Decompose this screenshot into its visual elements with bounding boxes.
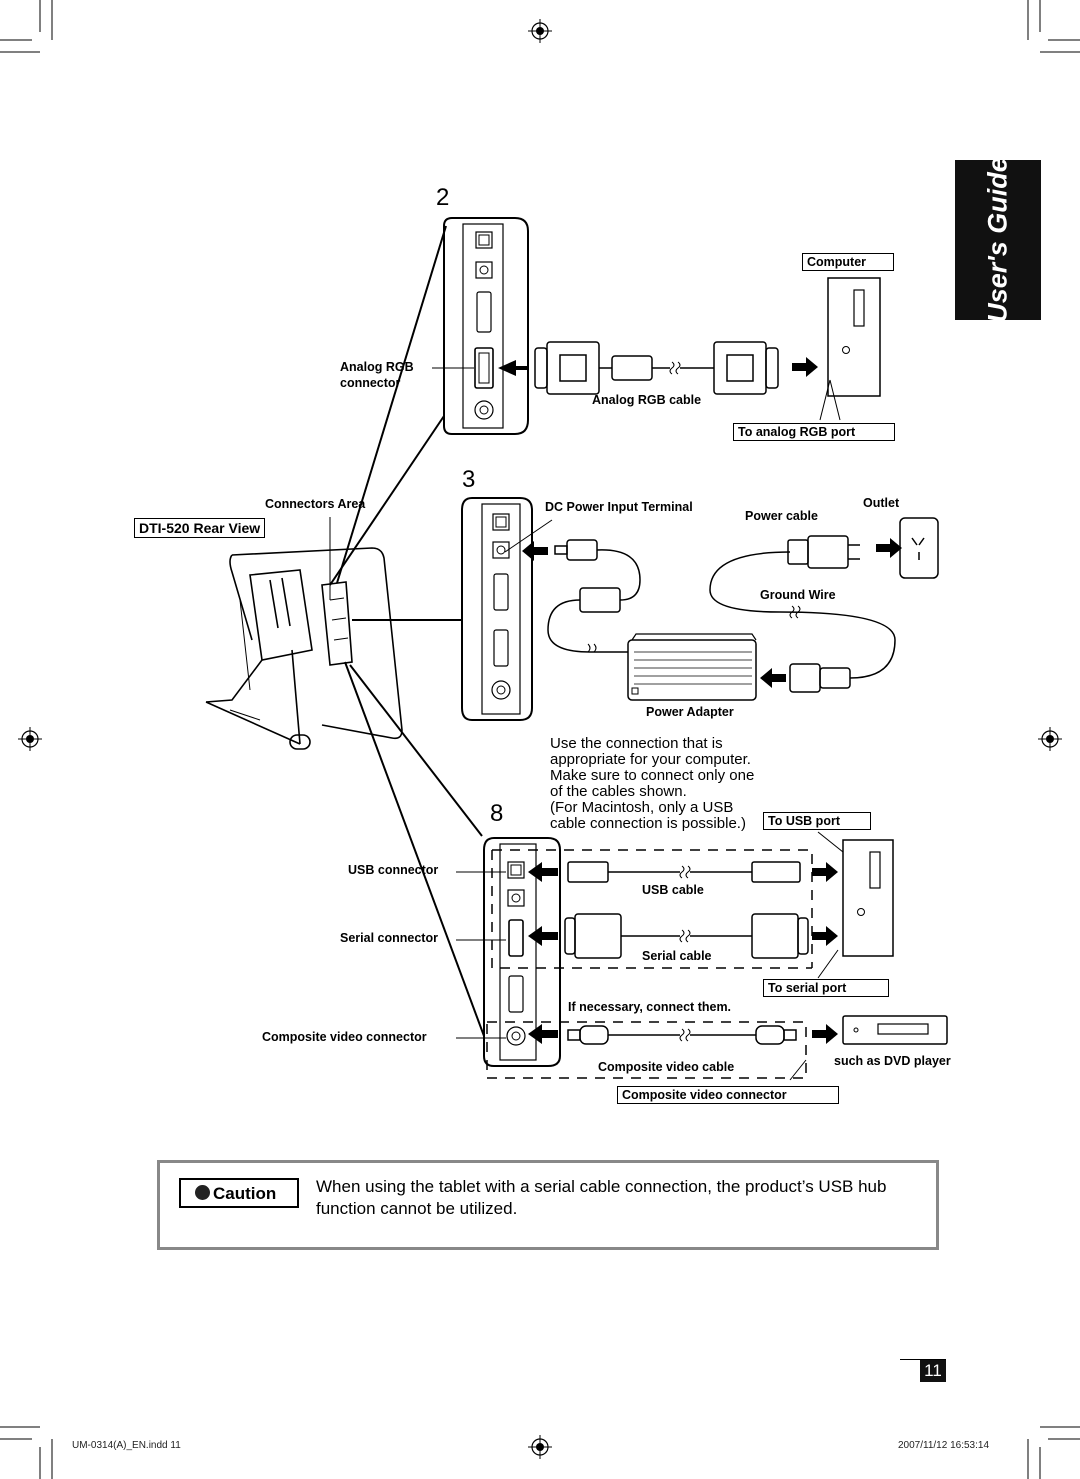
page-number: 11 [920, 1360, 946, 1382]
usb-cable-label: USB cable [642, 883, 704, 897]
zoom-lines [329, 225, 485, 1037]
connectors-area-label: Connectors Area [265, 497, 366, 511]
power-adapter [627, 633, 757, 701]
registration-mark-top [527, 18, 553, 44]
registration-mark-left [17, 726, 43, 752]
if-necessary-label: If necessary, connect them. [568, 1000, 732, 1014]
dc-power-cable [547, 539, 641, 653]
note-line-6: cable connection is possible.) [550, 815, 746, 832]
caution-frame [157, 1160, 939, 1250]
arrow-right-icon-composite [812, 1024, 838, 1044]
note-line-2: appropriate for your computer. [550, 751, 751, 768]
registration-mark-bottom [527, 1434, 553, 1460]
computer-tower-2 [827, 277, 881, 397]
arrow-right-icon-serial [812, 926, 838, 946]
usb-connector-label: USB connector [348, 863, 439, 877]
arrow-left-icon-adapter [760, 668, 786, 688]
footer-timestamp: 2007/11/12 16:53:14 [898, 1440, 990, 1451]
dvd-player-label: such as DVD player [834, 1054, 951, 1068]
arrow-left-icon-composite [528, 1024, 558, 1044]
step-number-8: 8 [490, 800, 504, 827]
usb-cable [567, 861, 801, 883]
analog-rgb-connector-label-1: Analog RGB [340, 360, 414, 374]
power-adapter-label: Power Adapter [646, 705, 734, 719]
dti-520-rear-view [205, 547, 403, 750]
caution-badge-label: Caution [213, 1184, 277, 1203]
serial-cable-label: Serial cable [642, 949, 712, 963]
note-line-3: Make sure to connect only one [550, 767, 755, 784]
note-line-4: of the cables shown. [550, 783, 687, 800]
side-tab-label: User's Guide [982, 157, 1013, 323]
power-cable-label: Power cable [745, 509, 818, 523]
page-number-rule [900, 1359, 946, 1360]
arrow-right-icon [792, 357, 818, 377]
analog-rgb-connector-label-2: connector [340, 376, 401, 390]
to-analog-rgb-port-label: To analog RGB port [733, 423, 895, 441]
outlet-label: Outlet [863, 496, 900, 510]
step-number-2: 2 [436, 184, 450, 211]
composite-video-connector-label: Composite video connector [262, 1030, 427, 1044]
arrow-left-icon-3 [522, 541, 548, 561]
connector-panel-8 [483, 837, 561, 1067]
analog-rgb-cable-label: Analog RGB cable [592, 393, 702, 407]
serial-cable [564, 913, 809, 959]
serial-connector-label: Serial connector [340, 931, 438, 945]
note-line-5: (For Macintosh, only a USB [550, 799, 734, 816]
composite-cable [567, 1025, 797, 1045]
composite-video-connector-box: Composite video connector [617, 1086, 839, 1104]
composite-video-cable-label: Composite video cable [598, 1060, 735, 1074]
wall-outlet [899, 517, 939, 579]
side-tab: User's Guide [955, 157, 1041, 323]
arrow-left-icon [498, 360, 528, 376]
ground-wire-label: Ground Wire [760, 588, 836, 602]
footer-file: UM-0314(A)_EN.indd 11 [72, 1440, 181, 1451]
arrow-right-icon-usb [812, 862, 838, 882]
rear-view-label: DTI-520 Rear View [134, 518, 266, 538]
arrow-left-icon-serial [528, 926, 558, 946]
caution-badge: Caution [179, 1178, 299, 1208]
caution-icon [195, 1185, 210, 1200]
connector-panel-3 [461, 497, 533, 721]
note-line-1: Use the connection that is [550, 735, 723, 752]
registration-mark-right [1037, 726, 1063, 752]
connector-panel-2 [443, 217, 529, 435]
ac-power-cable [709, 535, 896, 693]
computer-tower-8 [842, 839, 894, 957]
arrow-left-icon-usb [528, 862, 558, 882]
to-serial-port-label: To serial port [763, 979, 889, 997]
dc-power-input-terminal-label: DC Power Input Terminal [545, 500, 693, 514]
step-number-3: 3 [462, 466, 476, 493]
caution-text: When using the tablet with a serial cabl… [316, 1177, 887, 1218]
analog-rgb-cable [534, 341, 779, 395]
computer-label: Computer [802, 253, 894, 271]
arrow-right-icon-3 [876, 538, 902, 558]
to-usb-port-label: To USB port [763, 812, 871, 830]
dvd-player [842, 1015, 948, 1045]
